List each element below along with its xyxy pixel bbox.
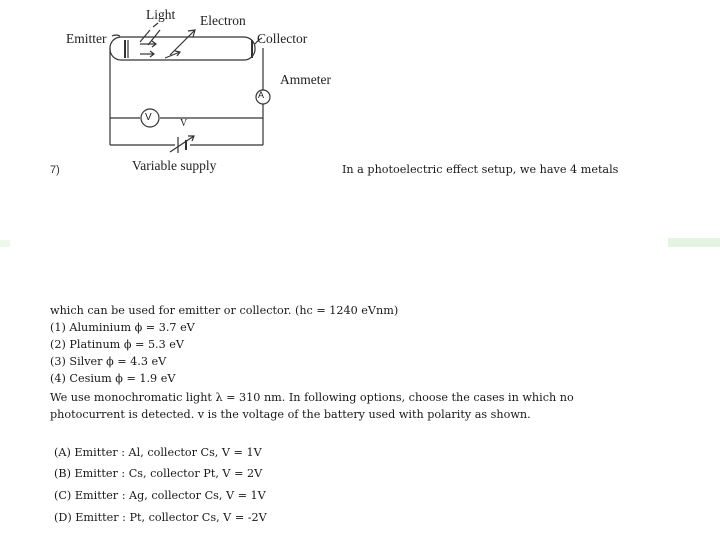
metal-item-1: (1) Aluminium ϕ = 3.7 eV — [50, 321, 195, 334]
variable-supply-label: Variable supply — [132, 158, 217, 173]
metal-item-2: (2) Platinum ϕ = 5.3 eV — [50, 338, 184, 351]
question-line-3: photocurrent is detected. v is the volta… — [50, 408, 531, 421]
voltmeter-symbol — [140, 108, 160, 128]
option-b: (B) Emitter : Cs, collector Pt, V = 2V — [54, 467, 263, 480]
metal-item-3: (3) Silver ϕ = 4.3 eV — [50, 355, 167, 368]
option-d: (D) Emitter : Pt, collector Cs, V = -2V — [54, 511, 267, 524]
light-ray — [139, 29, 151, 43]
option-a: (A) Emitter : Al, collector Cs, V = 1V — [54, 446, 262, 459]
page-divider-right — [668, 238, 720, 247]
battery-voltage-label: V — [180, 118, 188, 129]
ammeter-symbol — [255, 89, 271, 105]
page-divider-left — [0, 240, 10, 247]
electron-label: Electron — [200, 13, 246, 28]
vacuum-tube — [109, 36, 256, 61]
question-intro: In a photoelectric effect setup, we have… — [342, 163, 619, 176]
ammeter-symbol-label: A — [258, 90, 265, 100]
collector-label: Collector — [257, 31, 308, 46]
photoelectric-circuit-diagram — [109, 22, 271, 153]
electron-arrow — [169, 29, 196, 56]
ammeter-label: Ammeter — [280, 72, 331, 87]
question-line-2: We use monochromatic light λ = 310 nm. I… — [50, 391, 574, 404]
question-line-1: which can be used for emitter or collect… — [50, 304, 399, 317]
voltmeter-symbol-label: V — [145, 112, 152, 123]
emitter-label: Emitter — [66, 31, 107, 46]
light-label: Light — [146, 7, 176, 22]
option-c: (C) Emitter : Ag, collector Cs, V = 1V — [54, 489, 266, 502]
metal-item-4: (4) Cesium ϕ = 1.9 eV — [50, 372, 176, 385]
question-number: 7) — [50, 164, 60, 176]
